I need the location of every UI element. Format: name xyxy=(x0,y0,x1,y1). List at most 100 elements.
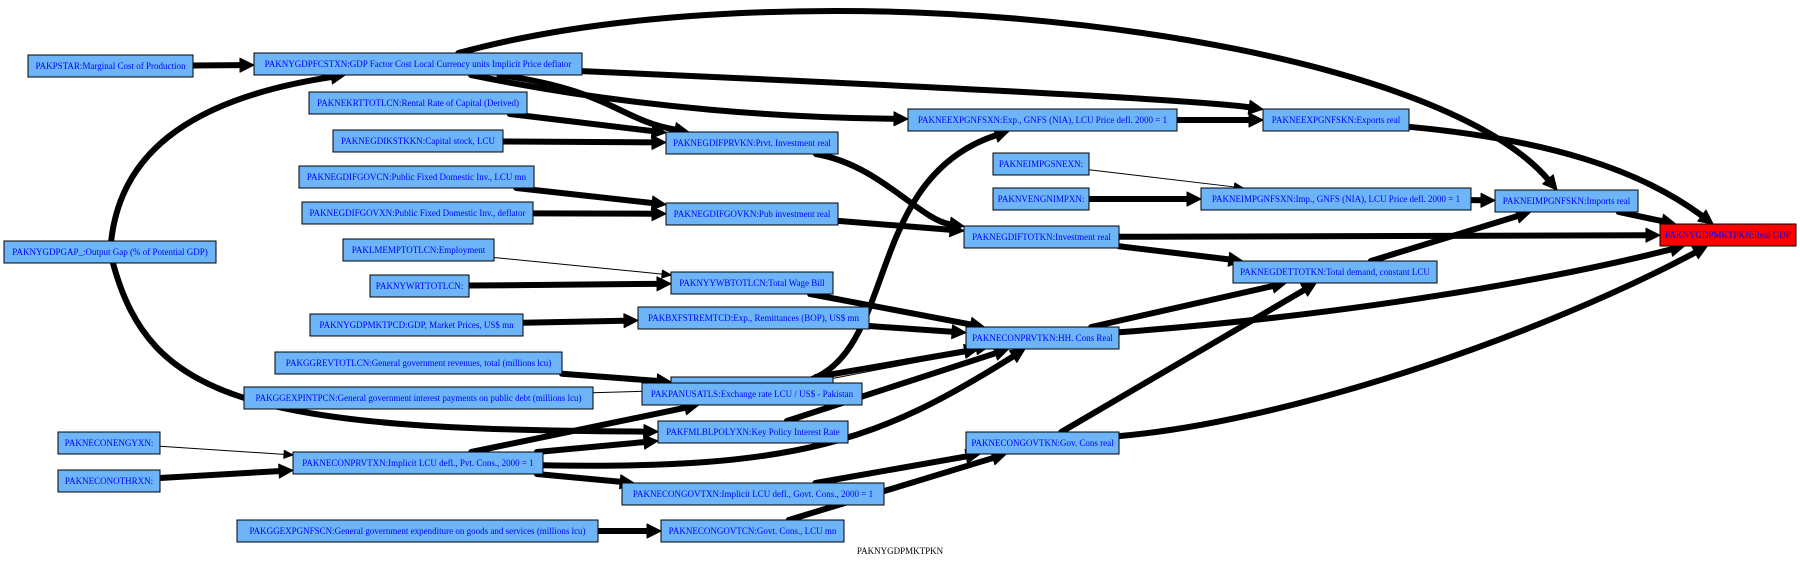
node-label: PAKNEGDIFGOVCN:Public Fixed Domestic Inv… xyxy=(307,172,527,182)
node-label: PAKNEIMPGSNEXN: xyxy=(999,159,1083,169)
node-pakfmlblpolyxn[interactable]: PAKFMLBLPOLYXN:Key Policy Interest Rate xyxy=(657,420,849,444)
node-paknygdpmktpkn[interactable]: PAKNYGDPMKTPKN:Real GDP xyxy=(1659,223,1797,247)
arrowhead-icon xyxy=(623,313,639,329)
node-paknegdiftotkn[interactable]: PAKNEGDIFTOTKN:Investment real xyxy=(963,225,1120,249)
node-label: PAKNYYWBTOTLCN:Total Wage Bill xyxy=(679,278,825,288)
edge-line xyxy=(1116,246,1674,336)
node-box xyxy=(907,108,1178,132)
arrowhead-icon xyxy=(656,276,672,292)
node-pakneconprvtxn[interactable]: PAKNECONPRVTXN:Implicit LCU defl., Pvt. … xyxy=(292,451,544,475)
node-pakpanusatls[interactable]: PAKPANUSATLS:Exchange rate LCU / US$ - P… xyxy=(641,382,863,406)
arrowhead-icon xyxy=(651,134,667,150)
node-pakneconengyxn[interactable]: PAKNECONENGYXN: xyxy=(57,431,161,455)
edge-pakneexpgnfskn-to-paknygdpmktpkn xyxy=(1406,123,1714,225)
edge-line xyxy=(1116,249,1699,440)
node-pakneconothrxn[interactable]: PAKNECONOTHRXN: xyxy=(57,469,161,493)
edge-paknvengnimpxn-to-pakneimpgnfsxn xyxy=(1086,191,1202,207)
edge-paknekrttotlcn-to-paknegdifprvkn xyxy=(506,111,667,139)
node-label: PAKLMEMPTOTLCN:Employment xyxy=(352,245,486,255)
edge-paknegdifgovxn-to-paknegdifgovkn xyxy=(530,206,667,222)
node-paknygdpmktpcd[interactable]: PAKNYGDPMKTPCD:GDP, Market Prices, US$ m… xyxy=(309,313,524,337)
arrowhead-icon xyxy=(642,434,659,450)
node-box xyxy=(57,469,161,493)
arrowhead-icon xyxy=(1480,192,1496,208)
edge-paknegdiftotkn-to-paknygdpmktpkn xyxy=(1116,227,1661,243)
edge-pakneconprvtxn-to-pakneconprvtkn xyxy=(540,348,1026,469)
node-box xyxy=(1494,189,1639,213)
node-pakggexpgnfscn[interactable]: PAKGGEXPGNFSCN:General government expend… xyxy=(236,519,599,543)
node-label: PAKNEGDIKSTKKN:Capital stock, LCU xyxy=(341,136,495,146)
node-label: PAKGGEXPINTPCN:General government intere… xyxy=(255,393,581,403)
node-label: PAKPANUSATLS:Exchange rate LCU / US$ - P… xyxy=(651,389,854,399)
node-box xyxy=(1262,108,1410,132)
node-label: PAKNECONGOVTXN:Implicit LCU defl., Govt.… xyxy=(633,489,873,499)
arrowhead-icon xyxy=(1697,209,1714,225)
edge-line xyxy=(579,68,1253,111)
edge-line xyxy=(785,455,996,523)
node-label: PAKNECONGOVTCN:Govt. Cons., LCU mn xyxy=(669,526,837,536)
arrowhead-icon xyxy=(1186,191,1202,207)
edge-paknegdikstkkn-to-paknegdifprvkn xyxy=(500,134,667,150)
edges-layer xyxy=(108,8,1714,539)
node-paknecongovtcn[interactable]: PAKNECONGOVTCN:Govt. Cons., LCU mn xyxy=(660,519,845,543)
node-pakneexpgnfskn[interactable]: PAKNEEXPGNFSKN:Exports real xyxy=(1262,108,1410,132)
node-pakneimpgnfsxn[interactable]: PAKNEIMPGNFSXN:Imp., GNFS (NIA), LCU Pri… xyxy=(1200,187,1472,211)
edge-line xyxy=(813,151,954,228)
node-paknegdifprvkn[interactable]: PAKNEGDIFPRVKN:Prvt. Investment real xyxy=(665,131,839,155)
node-paknvengnimpxn[interactable]: PAKNVENGNIMPXN: xyxy=(992,187,1090,211)
edge-line xyxy=(559,370,661,384)
arrowhead-icon xyxy=(646,523,662,539)
arrowhead-icon xyxy=(239,57,255,73)
node-pakggexpintpcn[interactable]: PAKGGEXPINTPCN:General government intere… xyxy=(243,386,594,410)
node-paknecongovtxn[interactable]: PAKNECONGOVTXN:Implicit LCU defl., Govt.… xyxy=(621,482,885,506)
node-pakneconprvtkn[interactable]: PAKNECONPRVTKN:HH. Cons Real xyxy=(965,326,1120,350)
arrowhead-icon xyxy=(643,424,659,440)
node-box xyxy=(641,382,863,406)
node-pakneimpgsnexn[interactable]: PAKNEIMPGSNEXN: xyxy=(992,152,1090,176)
node-box xyxy=(309,313,524,337)
node-label: PAKNEEXPGNFSXN:Exp., GNFS (NIA), LCU Pri… xyxy=(918,115,1167,125)
node-pakpstar[interactable]: PAKPSTAR:Marginal Cost of Production xyxy=(27,54,194,78)
node-pakbxfstremtcd[interactable]: PAKBXFSTREMTCD:Exp., Remittances (BOP), … xyxy=(637,306,870,330)
node-paknygdpfcstxn[interactable]: PAKNYGDPFCSTXN:GDP Factor Cost Local Cur… xyxy=(253,52,583,76)
arrowhead-icon xyxy=(951,324,967,340)
node-label: PAKNYGDPMKTPKN:Real GDP xyxy=(1665,230,1790,240)
edge-paknecongovtcn-to-paknecongovtkn xyxy=(785,450,1007,523)
edge-paknywrttotlcn-to-paknyywbtotlcn xyxy=(466,276,672,292)
node-paknygdpgap[interactable]: PAKNYGDPGAP_:Output Gap (% of Potential … xyxy=(3,240,217,264)
node-paknecongovtkn[interactable]: PAKNECONGOVTKN:Gov. Cons real xyxy=(965,431,1120,455)
node-box xyxy=(298,165,535,189)
node-paknegdikstkkn[interactable]: PAKNEGDIKSTKKN:Capital stock, LCU xyxy=(332,129,504,153)
edge-line xyxy=(835,217,954,233)
node-paknyywbtotlcn[interactable]: PAKNYYWBTOTLCN:Total Wage Bill xyxy=(670,271,834,295)
edge-paknecongovtxn-to-paknecongovtkn xyxy=(812,449,981,486)
node-paklmemptotlcn[interactable]: PAKLMEMPTOTLCN:Employment xyxy=(342,238,495,262)
edge-paknygdpfcstxn-to-pakneexpgnfskn xyxy=(579,68,1264,115)
node-label: PAKNECONOTHRXN: xyxy=(65,476,153,486)
node-label: PAKNECONGOVTKN:Gov. Cons real xyxy=(971,438,1114,448)
node-paknywrttotlcn[interactable]: PAKNYWRTTOTLCN: xyxy=(369,274,470,298)
node-pakneexpgnfsxn[interactable]: PAKNEEXPGNFSXN:Exp., GNFS (NIA), LCU Pri… xyxy=(907,108,1178,132)
node-label: PAKNECONPRVTKN:HH. Cons Real xyxy=(972,333,1113,343)
node-paknegdettotkn[interactable]: PAKNEGDETTOTKN:Total demand, constant LC… xyxy=(1232,260,1438,284)
node-pakggrevtotlcn[interactable]: PAKGGREVTOTLCN:General government revenu… xyxy=(274,351,563,375)
node-paknegdifgovcn[interactable]: PAKNEGDIFGOVCN:Public Fixed Domestic Inv… xyxy=(298,165,535,189)
node-box xyxy=(637,306,870,330)
edge-pakpanusatls-to-pakneexpgnfsxn xyxy=(796,128,1010,386)
node-pakneimpgnfskn[interactable]: PAKNEIMPGNFSKN:Imports real xyxy=(1494,189,1639,213)
edge-line xyxy=(506,111,656,135)
node-label: PAKNEGDIFTOTKN:Investment real xyxy=(972,232,1111,242)
node-label: PAKNEKRTTOTLCN:Rental Rate of Capital (D… xyxy=(317,98,519,108)
edge-pakneconprvtxn-to-pakfmlblpolyxn xyxy=(533,434,659,455)
node-label: PAKNEIMPGNFSXN:Imp., GNFS (NIA), LCU Pri… xyxy=(1212,194,1460,204)
node-paknegdifgovxn[interactable]: PAKNEGDIFGOVXN:Public Fixed Domestic Inv… xyxy=(301,201,534,225)
edge-line xyxy=(812,453,970,486)
node-label: PAKNECONPRVTXN:Implicit LCU defl., Pvt. … xyxy=(302,458,534,468)
node-box xyxy=(1200,187,1472,211)
node-paknekrttotlcn[interactable]: PAKNEKRTTOTLCN:Rental Rate of Capital (D… xyxy=(308,91,528,115)
node-paknegdifgovkn[interactable]: PAKNEGDIFGOVKN:Pub investment real xyxy=(665,202,839,226)
edge-line xyxy=(796,132,999,386)
edge-pakneconengyxn-to-pakneconprvtxn xyxy=(159,445,294,459)
edge-line xyxy=(493,256,663,275)
